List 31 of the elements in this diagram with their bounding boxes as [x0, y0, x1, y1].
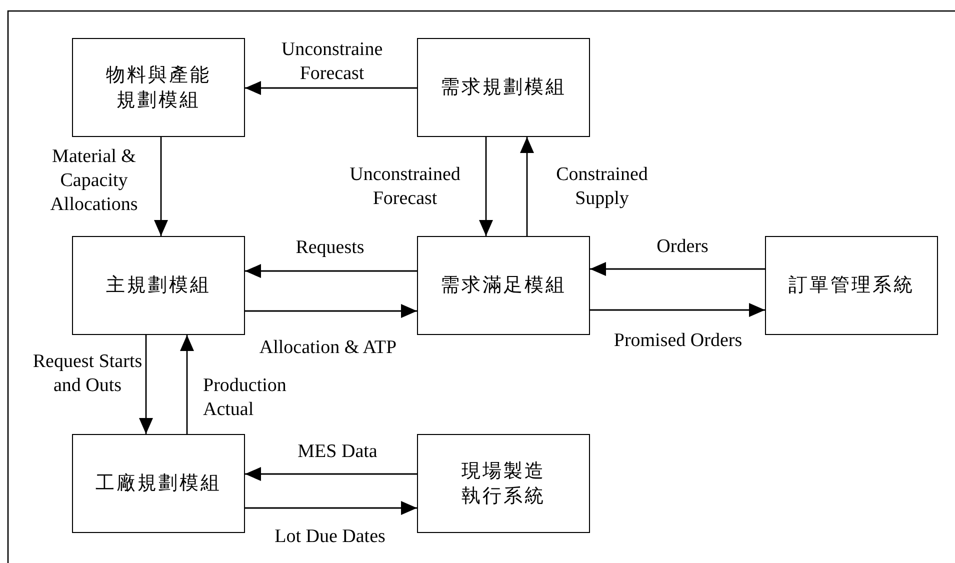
arrow: [245, 264, 417, 278]
module-box: 訂單管理系統: [765, 236, 938, 335]
module-box: 物料與產能規劃模組: [72, 38, 245, 137]
edge-label: Unconstrained Forecast: [348, 163, 462, 211]
edge-label: Orders: [656, 235, 710, 259]
module-box: 需求滿足模組: [417, 236, 590, 335]
arrow: [245, 467, 417, 481]
module-box: 主規劃模組: [72, 236, 245, 335]
edge-label: MES Data: [296, 440, 378, 464]
module-box: 工廠規劃模組: [72, 434, 245, 533]
arrow: [245, 501, 417, 515]
arrow: [154, 137, 168, 236]
arrow: [479, 137, 493, 236]
edge-label: Promised Orders: [612, 329, 744, 353]
module-box: 需求規劃模組: [417, 38, 590, 137]
edge-label: Production Actual: [203, 374, 288, 422]
edge-label: Unconstraine Forecast: [280, 38, 384, 86]
edge-label: Request Starts and Outs: [32, 350, 144, 398]
arrow: [245, 304, 417, 318]
arrow: [590, 262, 765, 276]
edge-label: Allocation & ATP: [258, 336, 398, 360]
edge-label: Material & Capacity Allocations: [49, 145, 139, 217]
arrow: [180, 335, 194, 434]
edge-label: Lot Due Dates: [274, 525, 386, 549]
edge-label: Constrained Supply: [555, 163, 649, 211]
arrow: [520, 137, 534, 236]
module-box: 現場製造執行系統: [417, 434, 590, 533]
arrow: [245, 81, 417, 95]
arrow: [590, 303, 765, 317]
edge-label: Requests: [294, 236, 366, 260]
arrow: [139, 335, 153, 434]
